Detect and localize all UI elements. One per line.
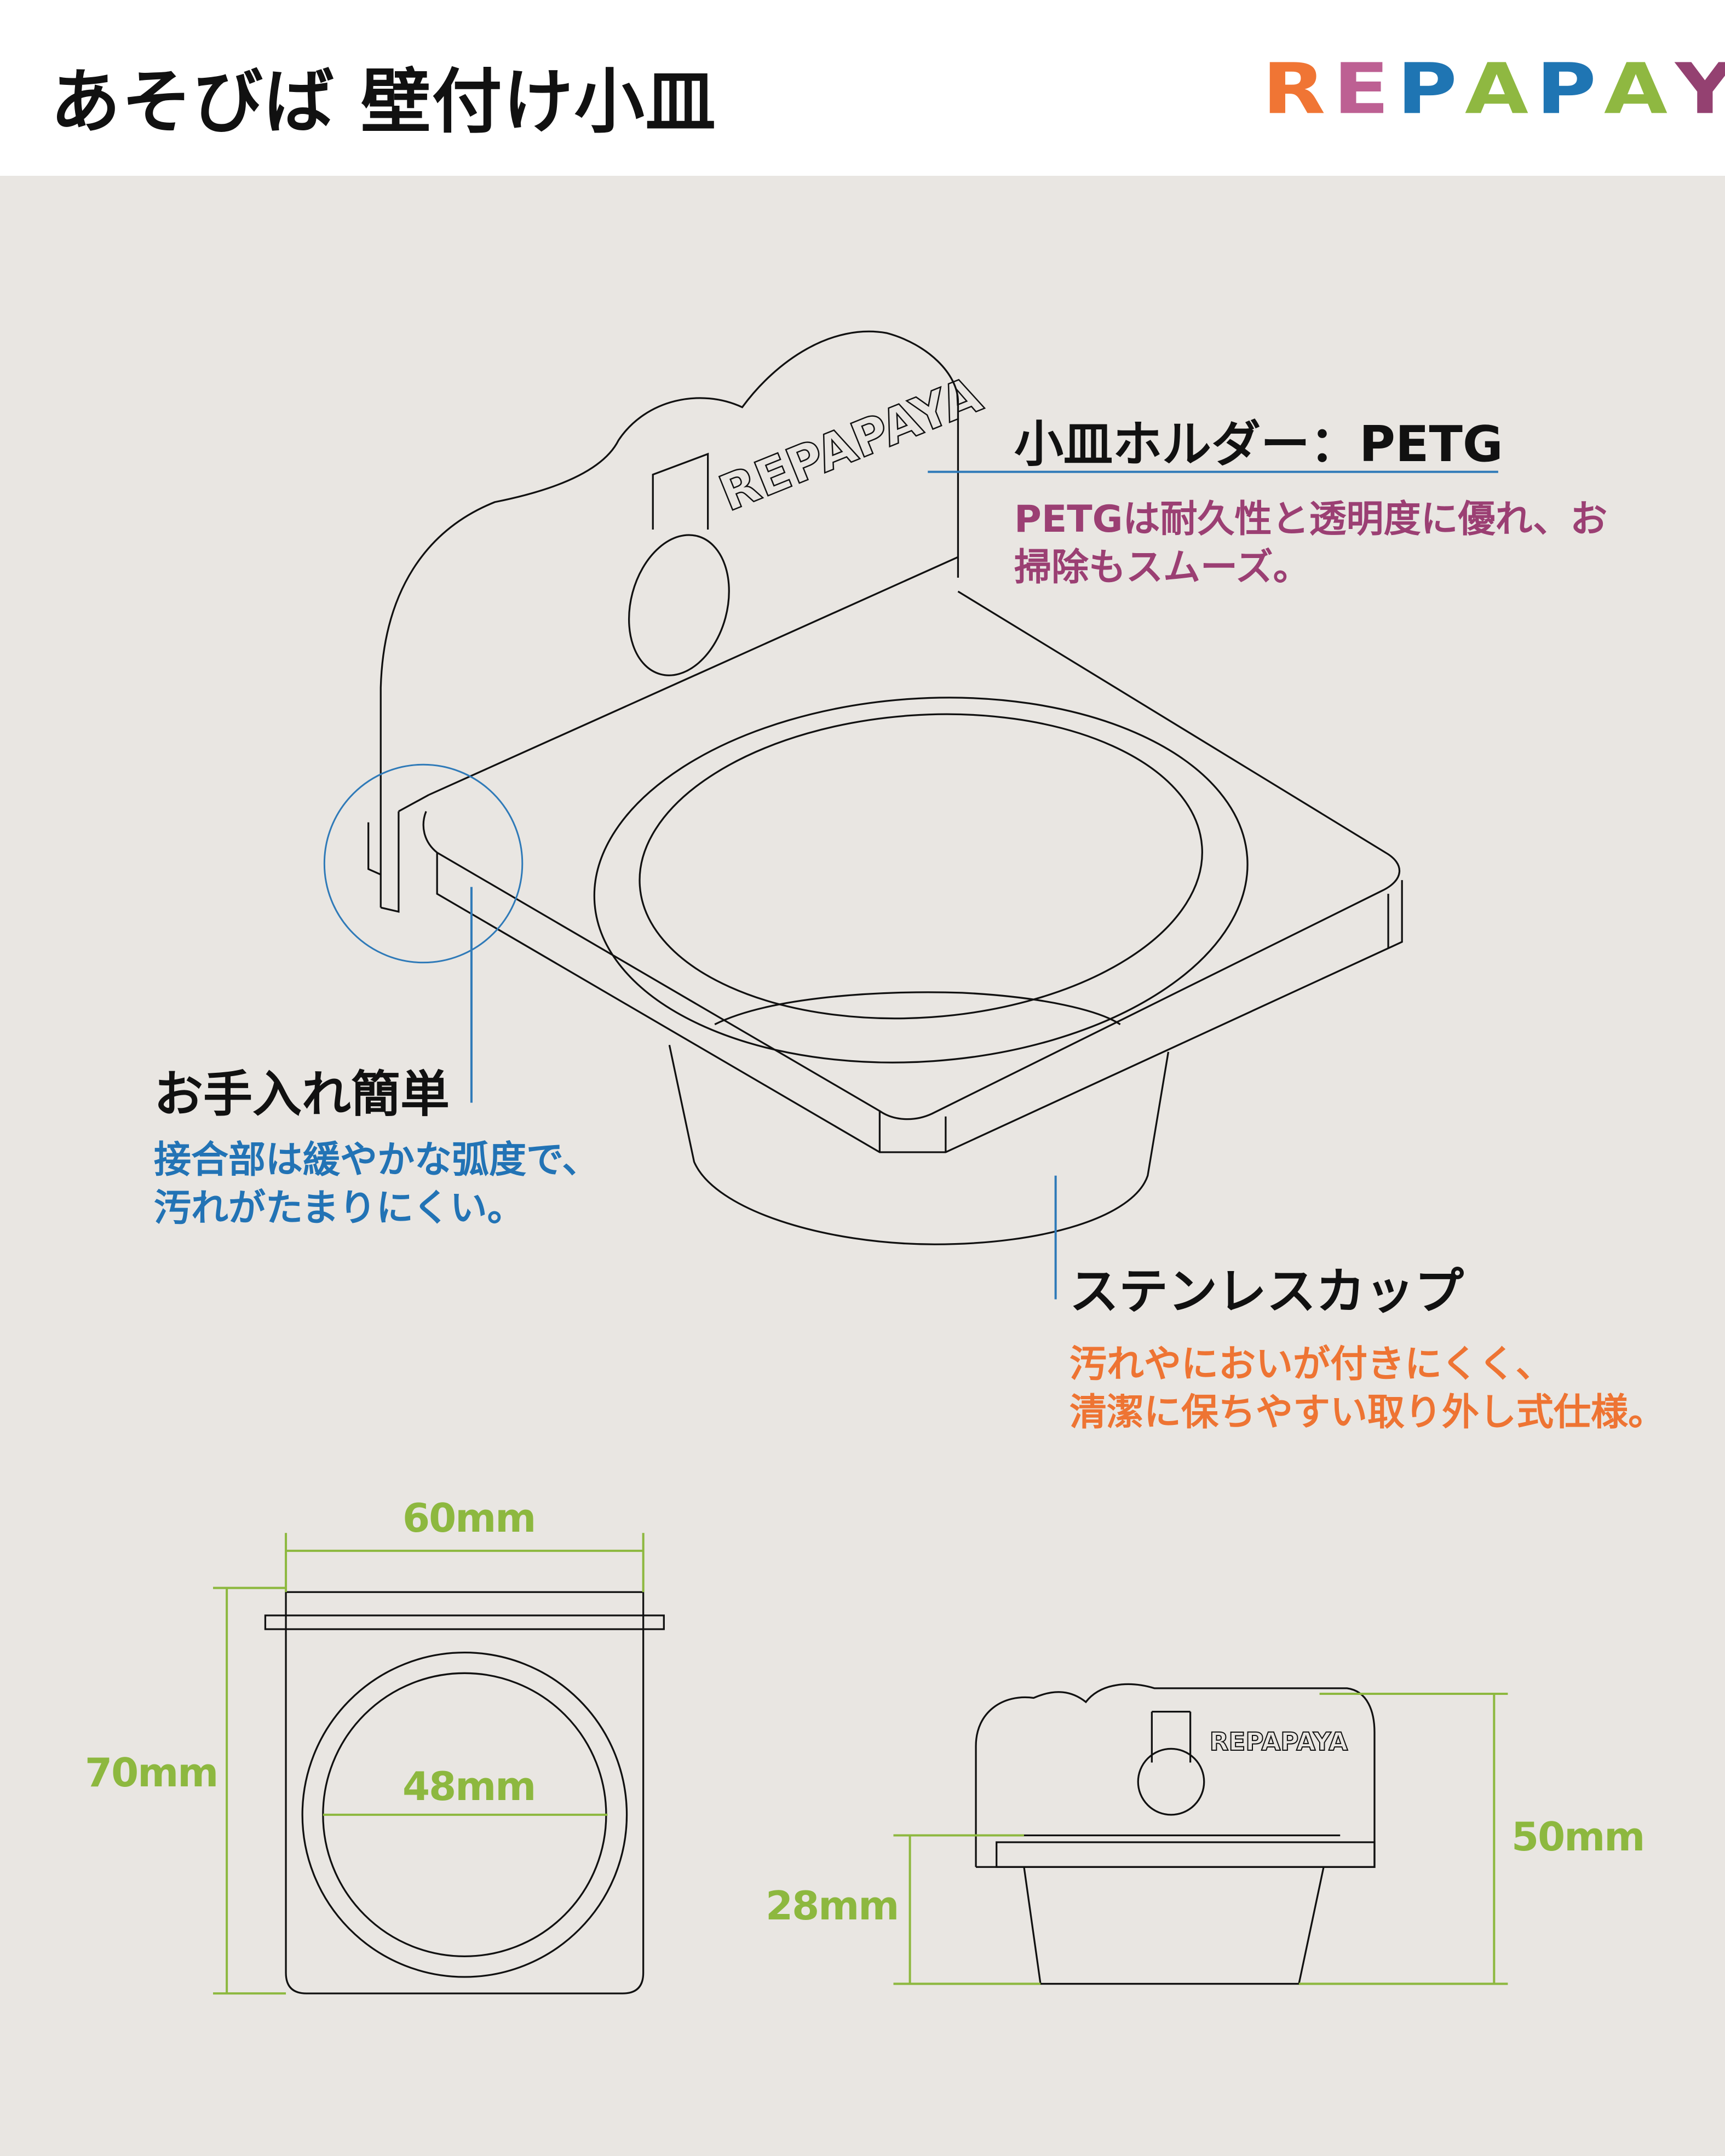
engraved-logo: REPAPAYA <box>711 366 990 523</box>
logo-letter: P <box>1396 49 1457 130</box>
deck-top <box>422 556 1401 1120</box>
logo-letter: A <box>1603 49 1668 130</box>
cup-description: 汚れやにおいが付きにくく、 清潔に保ちやすい取り外し式仕様。 <box>1070 1341 1665 1437</box>
joint-highlight-circle <box>323 763 524 964</box>
logo-letter: R <box>1262 49 1326 130</box>
logo-letter: A <box>1464 49 1529 130</box>
logo-letter: E <box>1333 49 1389 130</box>
cup-rim-outer <box>593 697 1249 1063</box>
total-height-dimension: 50mm <box>1511 1814 1645 1860</box>
care-heading: お手入れ簡単 <box>154 1066 450 1123</box>
description-line: PETGは耐久性と透明度に優れ、お <box>1014 498 1608 541</box>
holder-description: PETGは耐久性と透明度に優れ、お 掃除もスムーズ。 <box>1014 496 1607 592</box>
svg-text:REPAPAYA: REPAPAYA <box>1210 1727 1348 1756</box>
keyhole <box>652 452 709 530</box>
cup-diameter-dimension: 48mm <box>403 1763 536 1809</box>
description-line: 掃除もスムーズ。 <box>1014 546 1310 589</box>
header: あそびば 壁付け小皿 R E P A P A Y A <box>0 0 1725 176</box>
cup-body <box>668 1044 1170 1245</box>
page-title: あそびば 壁付け小皿 <box>50 61 717 143</box>
cup-rim-inner <box>639 713 1203 1020</box>
cup-heading: ステンレスカップ <box>1070 1263 1464 1320</box>
side-view: REPAPAYA <box>975 1683 1376 1985</box>
description-line: 汚れがたまりにくい。 <box>154 1187 525 1230</box>
width-dimension: 60mm <box>403 1495 536 1541</box>
description-line: 汚れやにおいが付きにくく、 <box>1070 1343 1553 1386</box>
logo-letter: Y <box>1675 54 1725 124</box>
holder-heading: 小皿ホルダー：PETG <box>1014 416 1503 473</box>
dimension-lines <box>213 1533 1508 1995</box>
care-description: 接合部は緩やかな弧度で、 汚れがたまりにくい。 <box>154 1136 599 1233</box>
height-dimension: 70mm <box>85 1750 219 1796</box>
logo-letter: P <box>1536 49 1596 130</box>
cup-depth-dimension: 28mm <box>766 1883 899 1929</box>
description-line: 接合部は緩やかな弧度で、 <box>154 1139 600 1182</box>
brand-logo: R E P A P A Y A <box>1262 48 1725 130</box>
back-plate <box>380 330 959 908</box>
description-line: 清潔に保ちやすい取り外し式仕様。 <box>1070 1391 1666 1434</box>
